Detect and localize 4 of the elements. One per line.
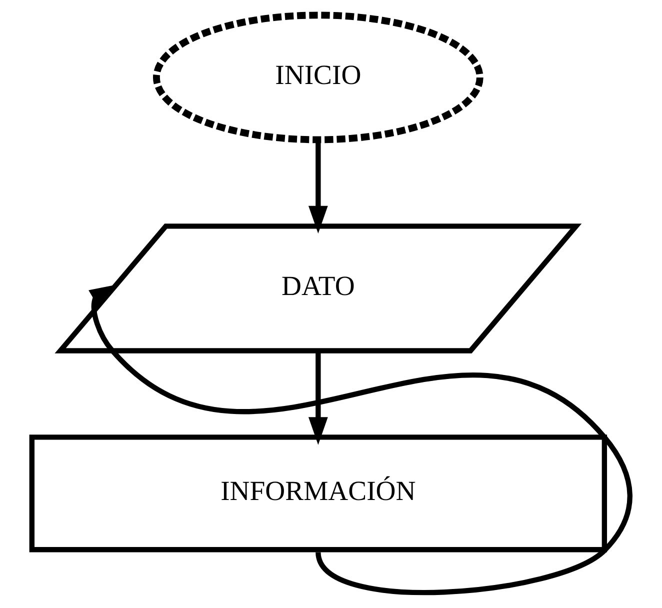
node-ellipse: INICIO bbox=[153, 12, 484, 144]
node-box: INFORMACIÓN bbox=[29, 434, 608, 552]
arrow bbox=[88, 284, 632, 595]
arrow bbox=[308, 351, 328, 445]
